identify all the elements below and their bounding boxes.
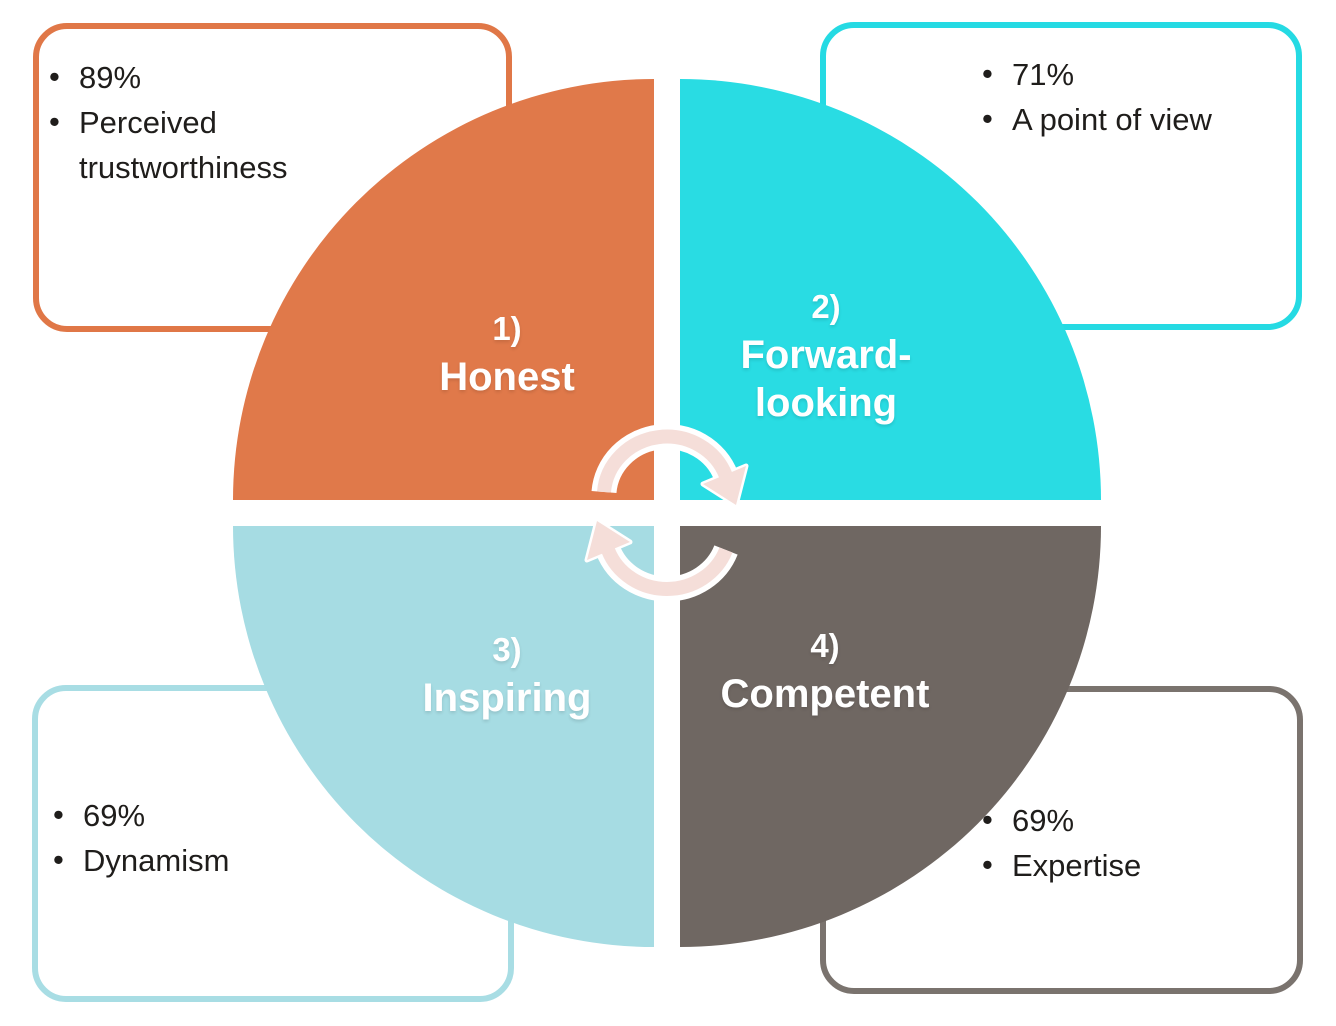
quadrant-label-honest: 1) Honest: [347, 305, 667, 401]
callout-bullet-list: 69% Expertise: [982, 797, 1267, 888]
callout-bullet-list: 89% Perceived trustworthiness: [49, 54, 299, 190]
quadrant-label-competent: 4) Competent: [665, 622, 985, 718]
bullet-item: A point of view: [982, 96, 1267, 142]
quadrant-label-inspiring: 3) Inspiring: [347, 626, 667, 722]
callout-bullet-list: 71% A point of view: [982, 51, 1267, 142]
quadrant-name-line: Inspiring: [422, 676, 592, 720]
quadrant-name-line: Competent: [720, 672, 930, 716]
bullet-item: Dynamism: [53, 837, 333, 883]
quadrant-number: 1): [492, 310, 522, 347]
bullet-item: 69%: [53, 792, 333, 838]
bullet-item: 89%: [49, 54, 299, 100]
quadrant-number: 3): [492, 631, 522, 668]
quadrant-name-line: Forward-: [740, 333, 912, 377]
quadrant-number: 4): [810, 627, 840, 664]
bullet-item: 71%: [982, 51, 1267, 97]
quadrant-name-line: Honest: [439, 355, 575, 399]
quadrant-name-line: looking: [754, 381, 898, 425]
bullet-item: Expertise: [982, 842, 1267, 888]
quadrant-label-forward-looking: 2) Forward- looking: [666, 283, 986, 427]
bullet-item: Perceived trustworthiness: [49, 99, 299, 190]
quadrant-number: 2): [811, 288, 841, 325]
bullet-item: 69%: [982, 797, 1267, 843]
callout-bullet-list: 69% Dynamism: [53, 792, 333, 883]
